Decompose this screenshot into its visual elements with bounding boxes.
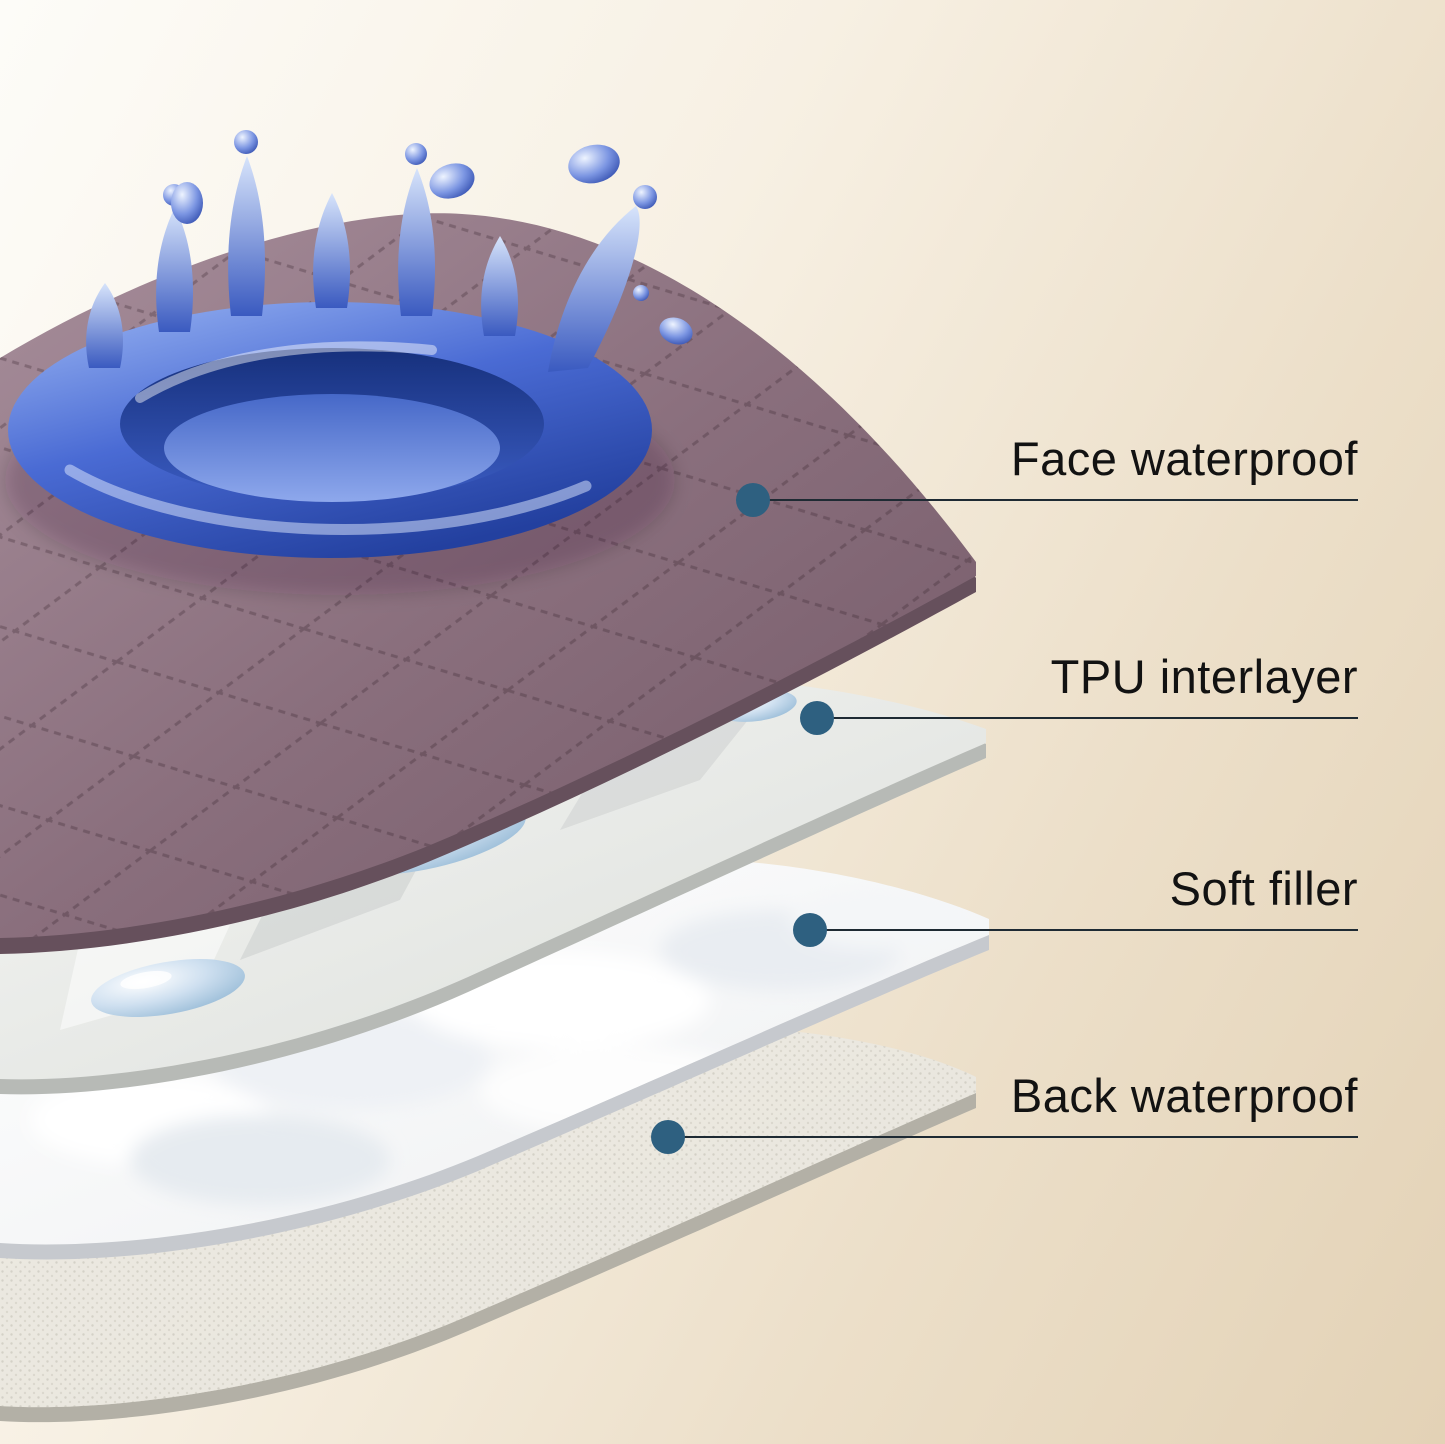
leader-line (668, 1136, 1358, 1138)
callout-dot-icon (800, 701, 834, 735)
callout-dot-icon (736, 483, 770, 517)
callout-label-face-waterproof: Face waterproof (1010, 432, 1358, 485)
leader-line (810, 929, 1358, 931)
leader-line (753, 499, 1358, 501)
leader-line (817, 717, 1358, 719)
callout-label-soft-filler: Soft filler (1169, 862, 1358, 915)
callout-label-back-waterproof: Back waterproof (1010, 1069, 1358, 1122)
callout-dot-icon (651, 1120, 685, 1154)
callout-dot-icon (793, 913, 827, 947)
callout-label-tpu-interlayer: TPU interlayer (1050, 650, 1358, 703)
water-splash-icon (5, 130, 693, 595)
